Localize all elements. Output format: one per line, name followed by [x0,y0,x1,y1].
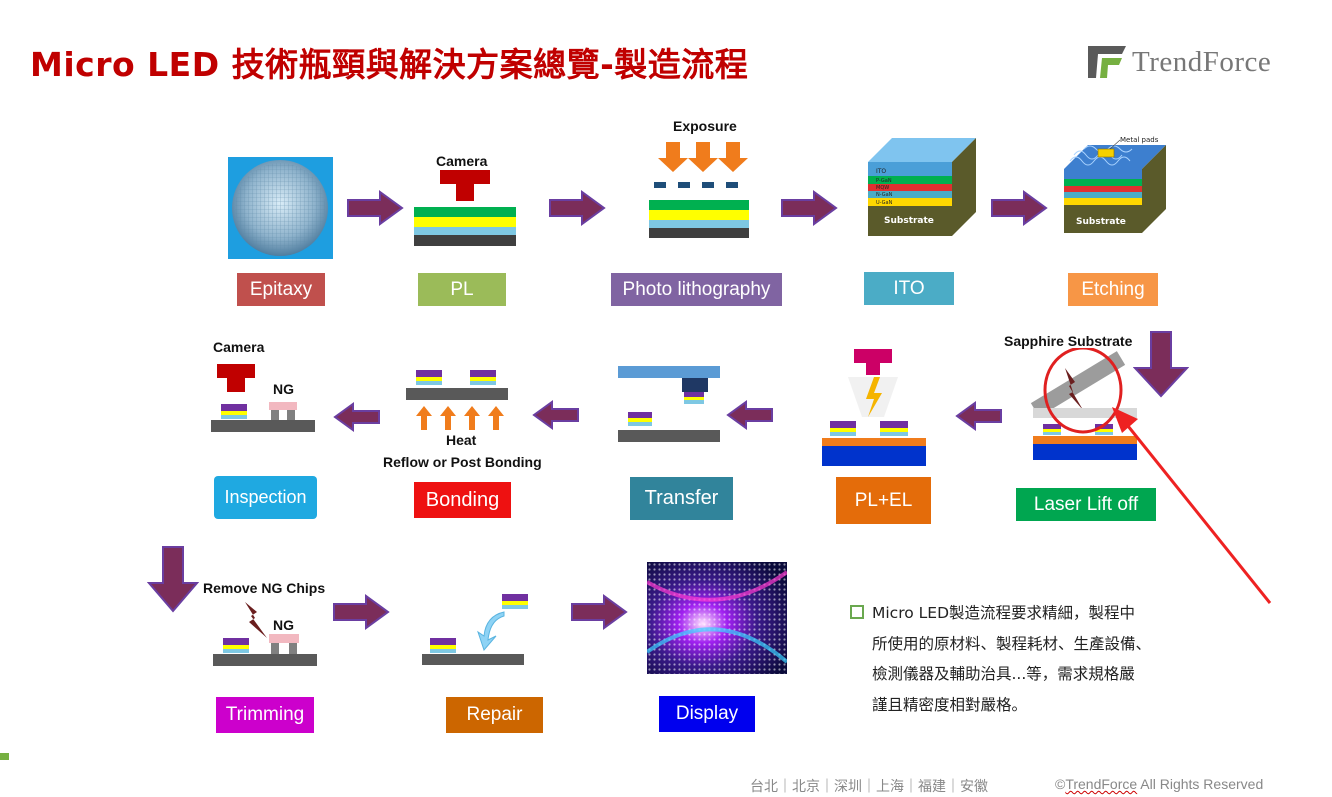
ito-layer-label: P-GaN [876,178,892,184]
exposure-label: Exposure [673,118,737,134]
arrow-left-icon [955,401,1002,431]
pointer-arrow-icon [1112,407,1272,604]
ito-diagram: ITO P-GaN MQW N-GaN U-GaN Substrate [868,138,976,236]
heat-label: Heat [446,432,477,448]
reflow-label: Reflow or Post Bonding [383,454,542,470]
arrow-left-icon [532,400,579,430]
pl-el-diagram [822,349,926,466]
sapphire-label: Sapphire Substrate [1004,333,1133,349]
stage-transfer: Transfer [630,477,733,520]
trimming-diagram [213,602,317,666]
stage-etching: Etching [1068,273,1158,306]
camera-label: Camera [213,339,265,355]
copyright-symbol: © [1055,776,1066,792]
copyright-rights: All Rights Reserved [1137,776,1264,792]
substrate-label: Substrate [884,216,934,226]
repair-diagram [422,594,528,665]
stage-pl: PL [418,273,506,306]
substrate-label: Substrate [1076,217,1126,227]
ito-layer-label: MQW [876,185,889,191]
arrow-right-icon [781,190,838,226]
ng-label: NG [273,381,294,397]
note-line: 所使用的原材料、製程耗材、生產設備、 [872,634,1152,653]
footer-copyright: ©TrendForce All Rights Reserved [1055,776,1263,792]
stage-laser-lift-off: Laser Lift off [1016,488,1156,521]
bonding-diagram [406,370,508,430]
transfer-diagram [618,366,720,442]
footer-cities: 台北｜北京｜深圳｜上海｜福建｜安徽 [750,779,988,795]
metal-pads-label: Metal pads [1120,136,1159,144]
arrow-right-icon [991,190,1048,226]
page-title: Micro LED 技術瓶頸與解決方案總覽-製造流程 [30,45,749,84]
camera-label: Camera [436,153,488,169]
stage-inspection: Inspection [214,476,317,519]
display-image [647,562,787,674]
trendforce-logo: TrendForce [1088,44,1303,82]
note-line: Micro LED製造流程要求精細，製程中 [850,598,1180,629]
remove-ng-label: Remove NG Chips [203,580,326,596]
pl-diagram [414,170,516,246]
stage-pl-el: PL+EL [836,477,931,524]
arrow-left-icon [333,402,380,432]
laser-lift-off-diagram [1030,348,1137,460]
copyright-brand: TrendForce [1065,776,1138,792]
ng-label: NG [273,617,294,633]
note-text: Micro LED製造流程要求精細，製程中 [872,604,1136,622]
stage-trimming: Trimming [216,697,314,733]
photo-lithography-diagram [649,142,749,238]
arrow-left-icon [726,400,773,430]
square-bullet-icon [850,604,864,619]
logo-text: TrendForce [1132,46,1272,78]
green-accent-bar [0,753,9,760]
stage-ito: ITO [864,272,954,305]
ito-layer-label: ITO [876,168,886,175]
arrow-down-icon [147,546,199,613]
stage-bonding: Bonding [414,482,511,518]
stage-epitaxy: Epitaxy [237,273,325,306]
arrow-right-icon [571,594,628,630]
note-line: 檢測儀器及輔助治具...等，需求規格嚴 [872,665,1135,683]
ito-layer-label: N-GaN [876,192,893,198]
arrow-right-icon [333,594,390,630]
ito-layer-label: U-GaN [876,200,893,206]
etching-diagram: Metal pads Substrate [1064,136,1166,233]
arrow-right-icon [549,190,606,226]
arrow-right-icon [347,190,404,226]
stage-photo-lithography: Photo lithography [611,273,782,306]
trendforce-logo-icon [1088,46,1126,78]
arrow-down-icon [1133,331,1189,398]
inspection-diagram [211,364,315,432]
wafer-image [228,157,333,259]
stage-display: Display [659,696,755,732]
note-line: 謹且精密度相對嚴格。 [872,695,1028,714]
process-note: Micro LED製造流程要求精細，製程中 所使用的原材料、製程耗材、生產設備、… [850,598,1180,720]
stage-repair: Repair [446,697,543,733]
